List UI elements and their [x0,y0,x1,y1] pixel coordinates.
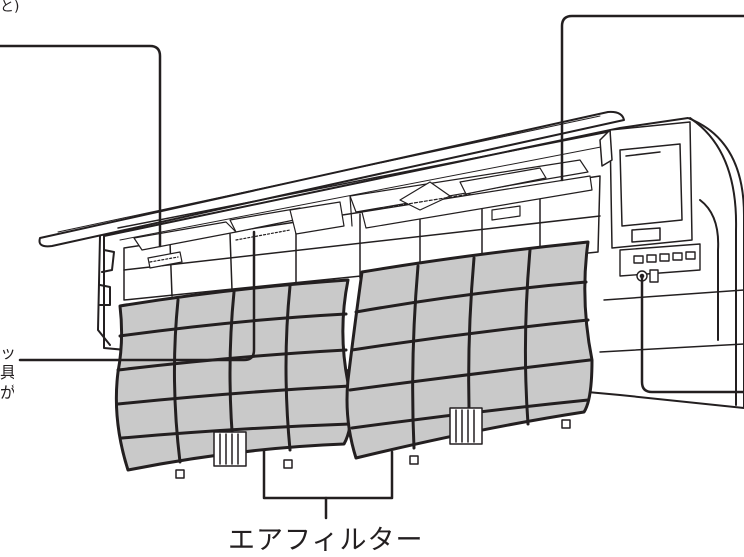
air-filter-left [114,278,354,479]
left-fragment-line-1: ッ [0,343,14,362]
filter-tab-right [449,407,483,445]
inner-mechanism [133,159,593,269]
top-text-fragment: と) [0,0,20,15]
front-panel [38,110,625,248]
left-fragment-line-3: が [0,383,14,402]
left-fragment-line-2: 具 [0,363,14,382]
leader-lines [0,14,744,520]
button-panel [619,243,701,283]
filter-tab-left [213,431,247,467]
air-filter-label: エアフィルター [228,525,424,556]
air-filter-right [345,240,594,465]
left-callout-text-fragment: ッ 具 が [0,343,14,403]
control-compartment [599,121,693,249]
